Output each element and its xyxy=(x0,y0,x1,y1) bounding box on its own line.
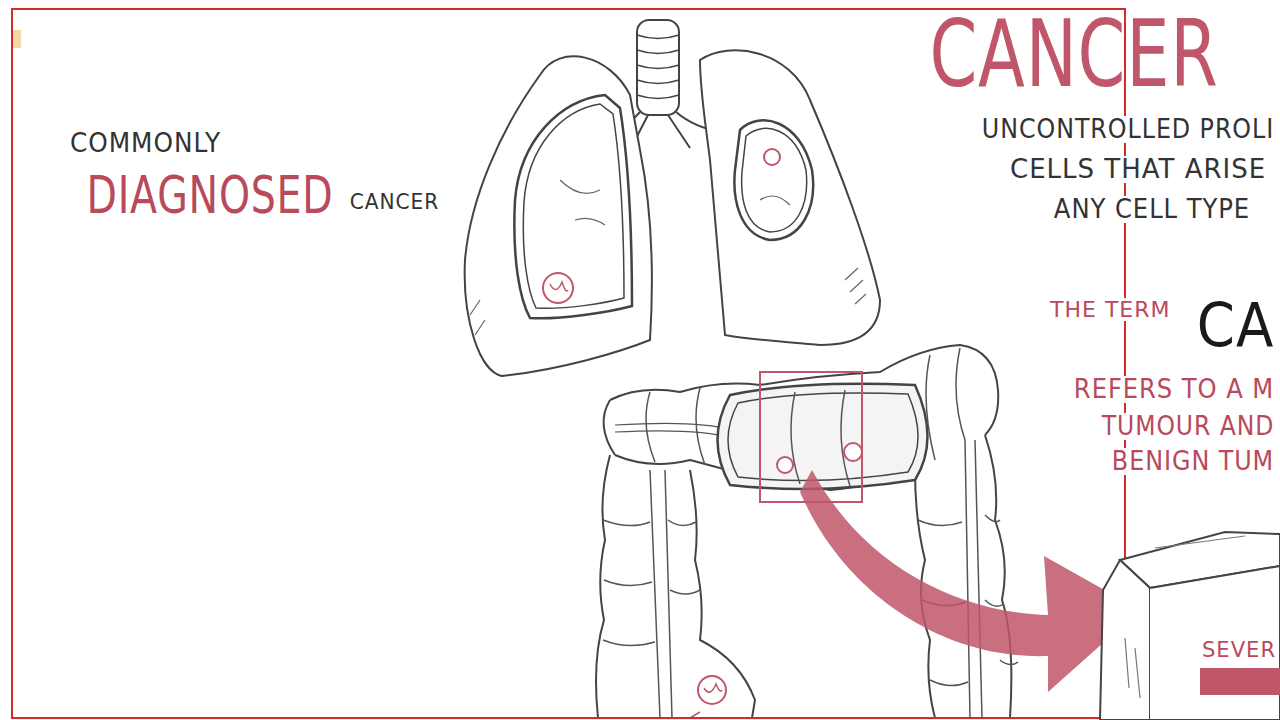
note-text: REFERS TO A M xyxy=(1072,376,1276,403)
zoom-arrow xyxy=(800,470,1140,692)
tumour xyxy=(777,457,793,473)
colon-taenia xyxy=(615,423,730,438)
title-heading: CANCER xyxy=(928,18,1220,92)
colon-wall xyxy=(985,435,1011,718)
tumour xyxy=(543,273,573,303)
note-text: CELLS THAT ARISE xyxy=(1008,156,1268,183)
lung-outline xyxy=(465,56,652,376)
note-text: CANCER xyxy=(348,190,441,213)
trachea xyxy=(637,20,679,115)
colon-taenia xyxy=(965,440,982,718)
lung-pleura-inner xyxy=(523,104,624,308)
colon-segment-inner xyxy=(728,393,918,480)
trachea-rings xyxy=(637,35,679,99)
note-text: UNCONTROLLED PROLI xyxy=(980,116,1276,143)
lung-pleura xyxy=(514,95,632,318)
tumour xyxy=(844,443,862,461)
lung-hatch xyxy=(470,180,605,335)
red-bar xyxy=(1200,668,1280,695)
colon-wall xyxy=(604,400,615,455)
colon-haustra xyxy=(603,520,700,646)
note-text: CA xyxy=(1195,294,1276,357)
lung-outline xyxy=(700,50,880,345)
note-text: ANY CELL TYPE xyxy=(1052,196,1252,223)
box-text: SEVER xyxy=(1200,638,1278,661)
lung-pleura-inner xyxy=(742,128,807,232)
box-front xyxy=(1150,566,1280,720)
box-outline xyxy=(1095,528,1280,720)
tumour-detail xyxy=(690,684,722,718)
lung-pleura xyxy=(734,120,813,240)
note-text: TUMOUR AND xyxy=(1100,413,1276,440)
note-text: DIAGNOSED xyxy=(85,168,335,223)
colon-segment xyxy=(718,384,928,489)
lung-hatch xyxy=(760,196,866,304)
frame xyxy=(12,9,1125,718)
colon-wall xyxy=(596,455,610,718)
note-text: BENIGN TUM xyxy=(1110,448,1276,475)
note-text: COMMONLY xyxy=(68,130,223,157)
colon-taenia xyxy=(650,470,672,718)
colon-wall xyxy=(690,470,755,718)
colon-haustra xyxy=(791,390,850,486)
box-figure: SEVER xyxy=(1095,528,1280,720)
tumour xyxy=(764,149,780,165)
marker-smudge xyxy=(13,30,21,48)
tumour-detail xyxy=(550,282,568,291)
note-text: THE TERM xyxy=(1048,298,1172,321)
